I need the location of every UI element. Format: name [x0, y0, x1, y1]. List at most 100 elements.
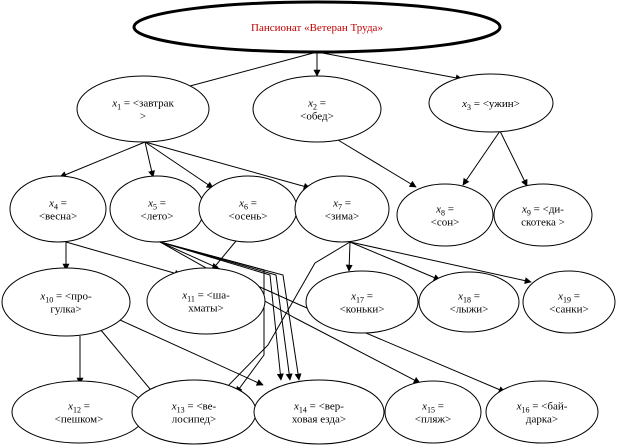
- node-x16-label-line-2: дарка>: [526, 414, 558, 426]
- node-x11-ellipse: [146, 267, 266, 335]
- node-x11-var: x: [181, 290, 187, 302]
- node-x1-label-line-1: x1 = <завтрак: [111, 98, 174, 112]
- edge-x10-to-x14: [119, 319, 264, 386]
- node-x8: x8 =<сон>: [396, 183, 494, 247]
- edge-x3-to-x8: [462, 130, 501, 186]
- node-x5-var: x: [147, 198, 153, 210]
- node-x2-label-line-2: <обед>: [300, 111, 334, 123]
- edge-x5-to-x15: [159, 241, 421, 384]
- node-x10-var: x: [39, 291, 45, 303]
- node-x18-text: =: [471, 291, 480, 303]
- node-x4-label-line-1: x4 =: [48, 198, 67, 212]
- node-x3-index: 3: [467, 103, 471, 112]
- node-x5-label-line-2: <лето>: [141, 211, 174, 223]
- edge-x5-to-x14: [159, 241, 302, 381]
- node-x18-label-line-2: <лыжи>: [450, 304, 489, 316]
- node-x8-ellipse: [396, 183, 494, 247]
- node-x2: x2 =<обед>: [252, 75, 382, 143]
- node-x11-label-line-1: x11 = <ша-: [181, 290, 230, 304]
- node-x10-label-line-2: гулка>: [50, 304, 81, 316]
- node-x2-label-line-1: x2 =: [307, 98, 326, 112]
- node-x17: x17 =<коньки>: [305, 270, 419, 334]
- node-x8-var: x: [435, 204, 441, 216]
- edge-x1-to-x7: [144, 141, 311, 190]
- node-x15-var: x: [421, 401, 427, 413]
- node-x7-var: x: [332, 198, 338, 210]
- node-x6: x6 =<осень>: [198, 175, 298, 243]
- node-x16: x16 = <бай-дарка>: [485, 380, 599, 444]
- node-x1: x1 = <завтрак>: [76, 75, 210, 143]
- edge-x1-to-x5: [144, 141, 156, 178]
- node-x13-text: = <ве-: [185, 401, 217, 413]
- node-x19-text: =: [571, 291, 580, 303]
- node-x3-var: x: [461, 98, 467, 110]
- node-x13-label-line-2: лосипед>: [172, 414, 216, 426]
- node-x9-ellipse: [493, 183, 593, 247]
- node-x1-ellipse: [76, 75, 210, 143]
- edges-layer: [59, 51, 532, 396]
- node-x14-ellipse: [253, 379, 385, 445]
- node-x19-index: 19: [563, 296, 571, 305]
- node-x9-label-line-2: скотека >: [521, 217, 565, 229]
- node-x11-index: 11: [187, 295, 195, 304]
- node-x5-label-line-1: x5 =: [147, 198, 166, 212]
- edge-x10-to-x13: [99, 328, 156, 396]
- node-x15-label-line-2: <пляж>: [415, 414, 451, 426]
- node-x8-label-line-2: <сон>: [431, 217, 460, 229]
- edge-x3-to-x9: [499, 130, 528, 187]
- node-x17-index: 17: [356, 296, 364, 305]
- node-x4-var: x: [48, 198, 54, 210]
- root-title: Пансионат «Ветеран Труда»: [251, 22, 383, 34]
- node-x9: x9 = <ди-скотека >: [493, 183, 593, 247]
- edge-x2-to-x8: [337, 139, 417, 188]
- edge-x7-to-x18: [349, 241, 441, 281]
- node-x8-label-line-1: x8 =: [435, 204, 454, 218]
- node-x19-label-line-1: x19 =: [557, 291, 580, 305]
- edge-x1-to-x6: [144, 141, 214, 189]
- node-x13-var: x: [171, 401, 177, 413]
- node-x17-text: =: [364, 291, 373, 303]
- node-x19: x19 =<санки>: [522, 270, 616, 334]
- node-x7-label-line-2: <зима>: [325, 211, 359, 223]
- node-x18-var: x: [457, 291, 463, 303]
- edge-x5-to-x16: [159, 241, 506, 393]
- node-x4-label-line-2: <весна>: [39, 211, 77, 223]
- node-x2-ellipse: [252, 75, 382, 143]
- node-x19-label-line-2: <санки>: [549, 304, 588, 316]
- node-x2-index: 2: [313, 103, 317, 112]
- node-x12-label-line-2: <пешком>: [55, 414, 104, 426]
- node-x9-index: 9: [527, 209, 531, 218]
- node-x12-var: x: [67, 401, 73, 413]
- node-x10-label-line-1: x10 = <про-: [39, 291, 92, 305]
- node-x10-ellipse: [1, 267, 131, 337]
- node-x1-index: 1: [117, 103, 121, 112]
- node-x15-text: =: [435, 401, 444, 413]
- node-x13: x13 = <ве-лосипед>: [131, 379, 257, 445]
- node-x16-label-line-1: x16 = <бай-: [516, 401, 568, 415]
- edge-x4-to-x11: [65, 241, 182, 277]
- node-x12: x12 =<пешком>: [11, 380, 147, 444]
- node-x19-var: x: [557, 291, 563, 303]
- node-x4-text: =: [58, 198, 67, 210]
- node-x8-text: =: [445, 204, 454, 216]
- node-x7-ellipse: [294, 175, 390, 243]
- node-x17-var: x: [350, 291, 356, 303]
- node-x17-label-line-1: x17 =: [350, 291, 373, 305]
- node-x14-text: = <вер-: [307, 401, 344, 413]
- node-x12-label-line-1: x12 =: [67, 401, 90, 415]
- node-x3-text: = <ужин>: [471, 98, 520, 110]
- node-x15: x15 =<пляж>: [384, 380, 482, 444]
- edge-x7-to-x17: [345, 241, 353, 272]
- node-x7-index: 7: [338, 203, 342, 212]
- edge-x5-to-x14: [159, 241, 284, 381]
- node-x6-label-line-2: <осень>: [229, 211, 268, 223]
- edge-x1-to-x4: [59, 141, 146, 178]
- node-x16-ellipse: [485, 380, 599, 444]
- node-x6-index: 6: [244, 203, 248, 212]
- node-x6-text: =: [248, 198, 257, 210]
- node-x7-text: =: [342, 198, 351, 210]
- node-x9-text: = <ди-: [531, 204, 564, 216]
- node-x2-text: =: [317, 98, 326, 110]
